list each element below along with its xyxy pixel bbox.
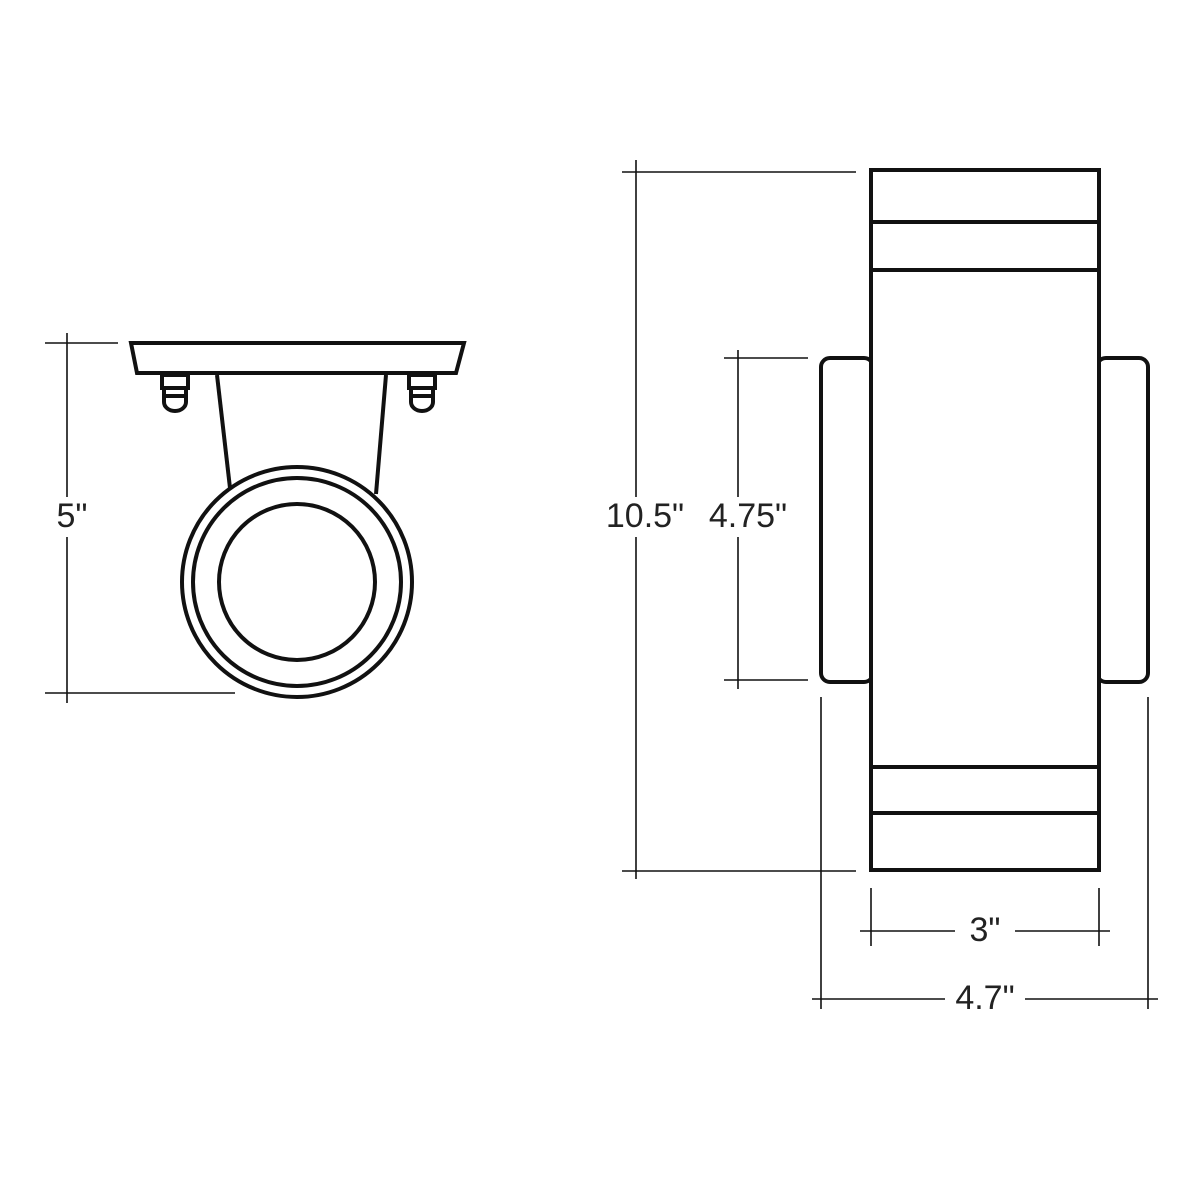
tab-height-label: 4.75" [709, 497, 787, 535]
front-view: 10.5" 4.75" 3" 4.7" [600, 160, 1158, 1019]
side-height-label: 5" [57, 497, 88, 535]
screw-right [407, 373, 437, 413]
dimension-tab-height: 4.75" [703, 350, 808, 689]
dimension-body-width: 3" [860, 888, 1110, 951]
lens [217, 502, 377, 662]
outer-ring [180, 465, 414, 699]
total-width-label: 4.7" [955, 979, 1014, 1017]
screw-left [160, 373, 190, 413]
bracket-right-edge [374, 374, 388, 495]
middle-ring [191, 476, 403, 688]
side-tab-right [1095, 356, 1150, 684]
mounting-plate [128, 341, 467, 375]
fixture-body [869, 168, 1101, 872]
dimension-side-height: 5" [45, 333, 235, 703]
dimension-total-height: 10.5" [600, 160, 856, 879]
side-tab-left [819, 356, 875, 684]
total-height-label: 10.5" [606, 497, 684, 535]
side-view: 5" [45, 333, 467, 703]
dimension-total-width: 4.7" [812, 697, 1158, 1019]
bracket-left-edge [215, 374, 232, 489]
body-width-label: 3" [970, 911, 1001, 949]
